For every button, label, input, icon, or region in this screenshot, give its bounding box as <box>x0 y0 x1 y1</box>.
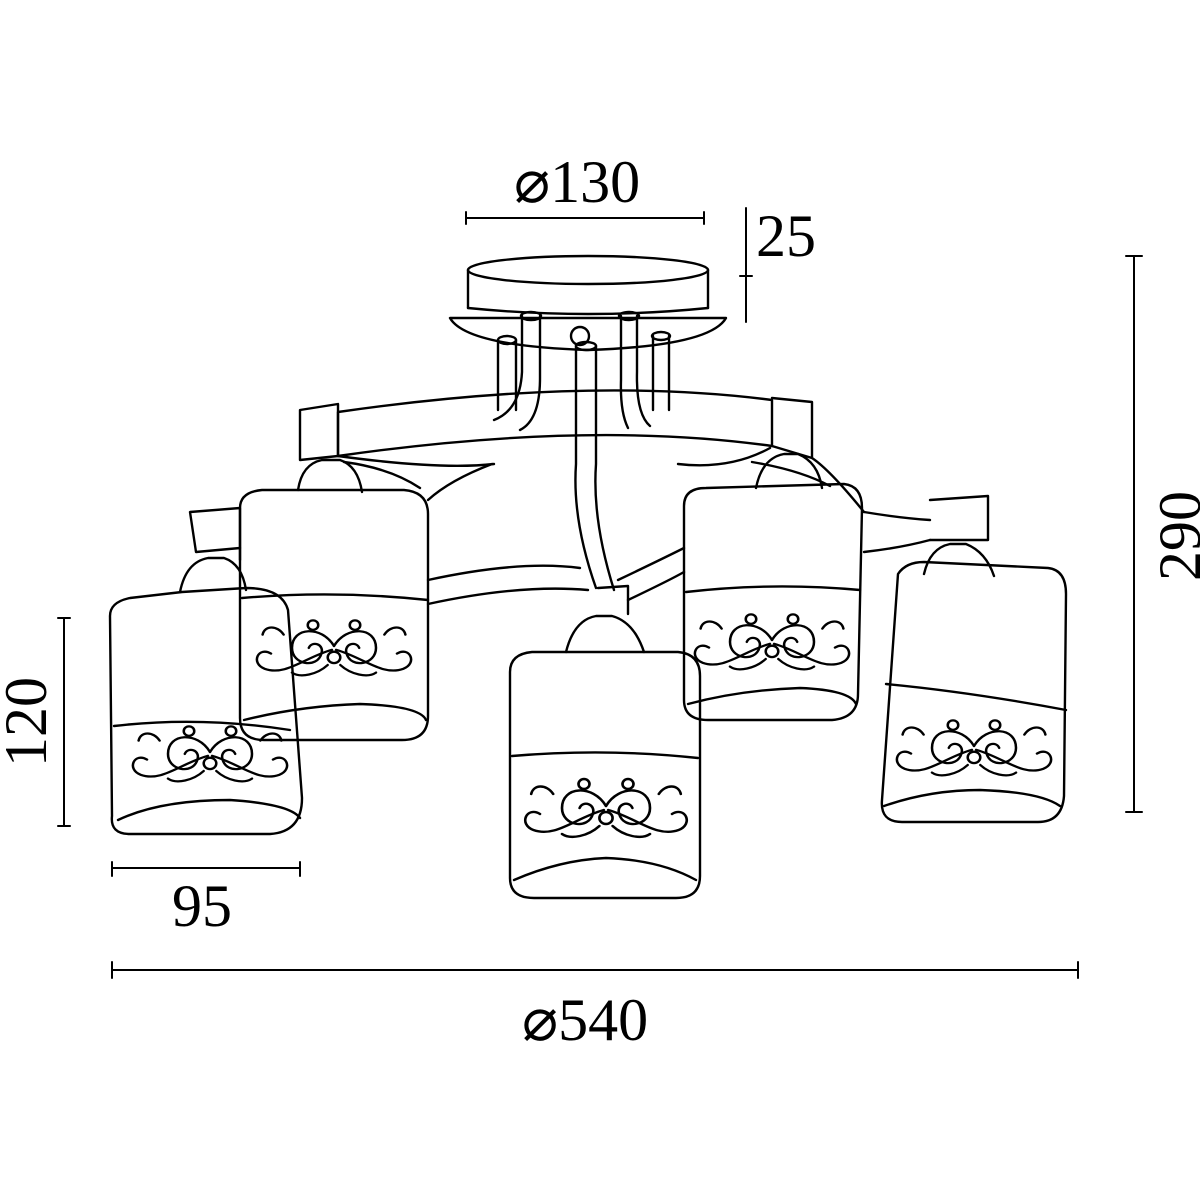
frame-ring <box>188 389 990 554</box>
shade-center <box>508 650 702 900</box>
support-rods <box>492 310 672 592</box>
total-diameter-label: ⌀540 <box>522 987 649 1053</box>
total-height-label: 290 <box>1147 491 1200 581</box>
shade-width-label: 95 <box>172 873 232 939</box>
sockets <box>178 452 996 654</box>
shade-second-right <box>682 482 864 722</box>
arms <box>238 446 866 606</box>
dimension-lines <box>57 207 1143 979</box>
shade-second-left <box>238 488 430 742</box>
shade-height-label: 120 <box>0 677 59 767</box>
base-height-label: 25 <box>756 203 816 269</box>
shade-left <box>108 586 304 836</box>
shade-right <box>880 560 1068 824</box>
base-diameter-label: ⌀130 <box>514 149 641 215</box>
